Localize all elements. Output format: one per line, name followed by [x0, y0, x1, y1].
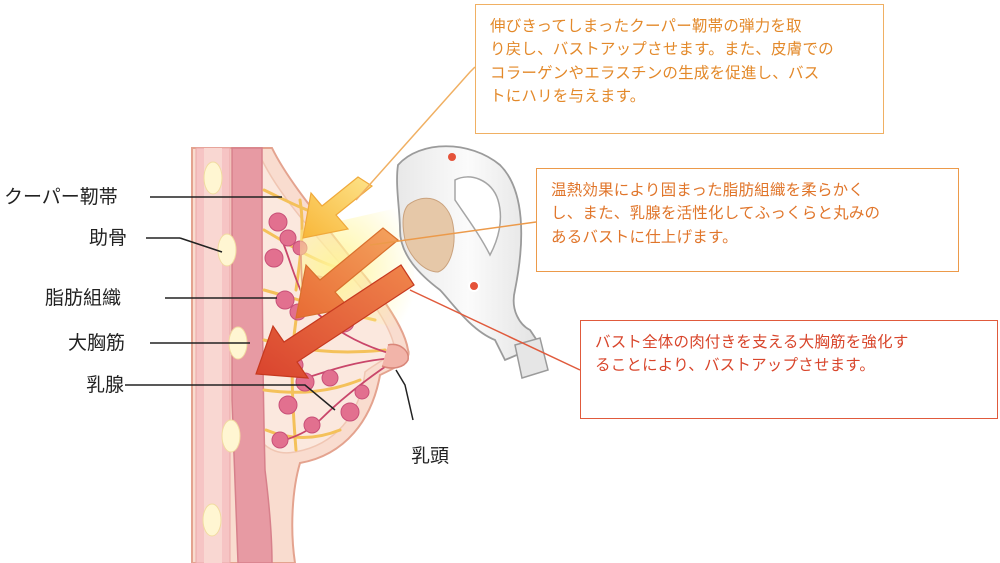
lobule — [340, 402, 360, 422]
rib-bone — [202, 503, 222, 537]
callout-line: コラーゲンやエラスチンの生成を促進し、バス — [490, 63, 820, 82]
callout-pectoralis: バスト全体の肉付きを支える大胸筋を強化す ることにより、バストアップさせます。 — [580, 320, 998, 419]
lobule — [279, 229, 297, 247]
callout-line: り戻し、バストアップさせます。また、皮膚での — [490, 40, 834, 59]
leader-callout-2 — [369, 221, 537, 246]
arrow-fat-tissue — [295, 227, 399, 319]
leader-gland — [125, 384, 336, 411]
leader-lines — [125, 66, 581, 421]
leader-nipple — [395, 369, 414, 421]
lobule — [321, 369, 339, 387]
effect-arrows — [255, 176, 415, 379]
callout-line: あるバストに仕上げます。 — [551, 227, 738, 246]
rib-bone — [217, 233, 237, 267]
rib-bones — [202, 161, 248, 537]
nipple-shape — [381, 343, 409, 369]
rib-bone — [203, 161, 223, 195]
arrow-cooper-ligament — [302, 176, 374, 239]
label-cooper-ligament: クーパー靭帯 — [4, 186, 118, 208]
device-cable — [514, 337, 549, 379]
callout-line: 温熱効果により固まった脂肪組織を柔らかく — [551, 181, 865, 199]
leader-callout-3 — [409, 289, 581, 371]
rib-column-inner — [204, 148, 222, 563]
callout-line: ることにより、バストアップさせます。 — [595, 356, 876, 375]
lobule — [275, 290, 295, 310]
callout-line: し、また、乳腺を活性化してふっくらと丸みの — [551, 204, 881, 223]
callout-cooper-ligament: 伸びきってしまったクーパー靭帯の弾力を取 り戻し、バストアップさせます。また、皮… — [475, 4, 884, 134]
lobule — [271, 431, 289, 449]
arrow-pectoralis — [255, 264, 415, 379]
callout-line: 伸びきってしまったクーパー靭帯の弾力を取 — [490, 17, 802, 35]
label-fat-tissue: 脂肪組織 — [45, 287, 122, 309]
leader-rib-2 — [179, 237, 223, 253]
lobule — [268, 212, 288, 232]
leader-callout-1 — [355, 66, 476, 201]
label-nipple: 乳頭 — [411, 445, 450, 467]
indicator-light-icon — [448, 153, 456, 161]
callout-line: トにハリを与えます。 — [490, 86, 646, 105]
pectoralis-muscle — [231, 147, 273, 563]
power-button-icon — [468, 280, 480, 292]
label-mammary-gland: 乳腺 — [86, 374, 125, 396]
rib-bone — [221, 419, 241, 453]
lobule — [264, 248, 284, 268]
callout-fat-tissue: 温熱効果により固まった脂肪組織を柔らかく し、また、乳腺を活性化してふっくらと丸… — [536, 168, 959, 272]
lobule — [278, 395, 298, 415]
label-rib: 助骨 — [89, 227, 128, 249]
label-pectoralis-major: 大胸筋 — [68, 332, 126, 354]
device-pad — [402, 197, 455, 273]
lobule — [354, 384, 370, 400]
device-grip — [454, 176, 502, 257]
callout-line: バスト全体の肉付きを支える大胸筋を強化す — [595, 333, 909, 351]
lobule — [303, 416, 321, 434]
